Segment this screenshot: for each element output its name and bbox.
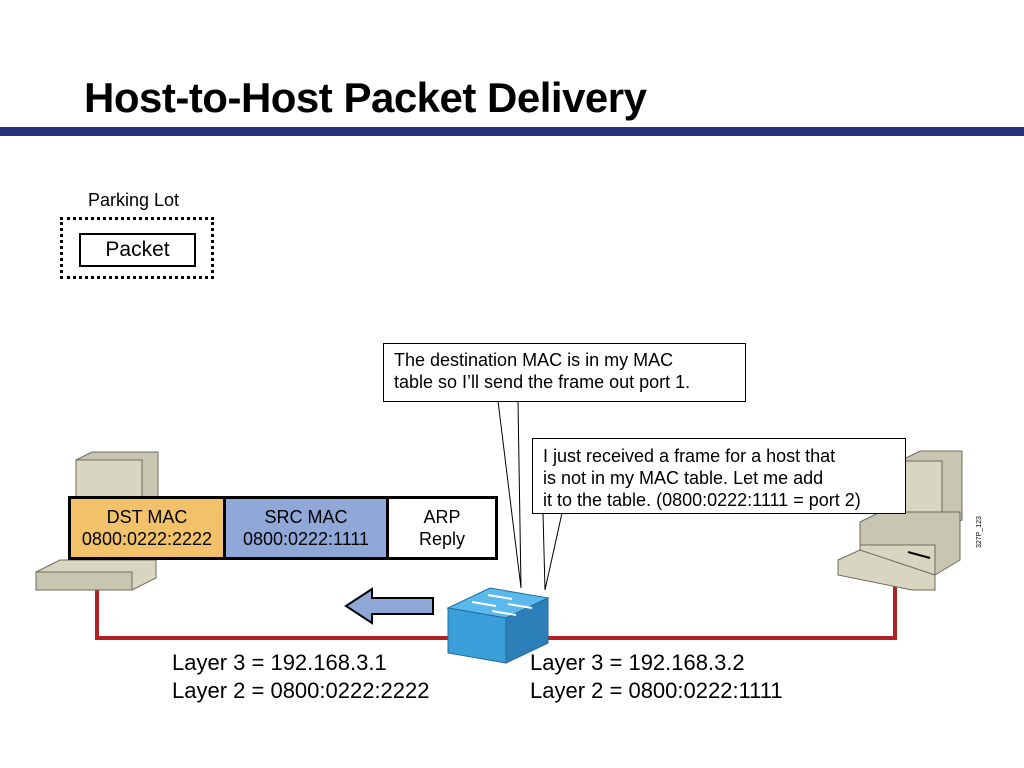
right-host-layer3: Layer 3 = 192.168.3.2 — [530, 650, 745, 675]
callout-pointer-learn — [542, 512, 563, 591]
payload-line1: ARP — [423, 507, 461, 527]
parking-lot-label: Parking Lot — [88, 190, 180, 210]
callout-learn-line3: it to the table. (0800:0222:1111 = port … — [543, 490, 861, 510]
frame-dst-mac: DST MAC 0800:0222:2222 — [71, 499, 226, 557]
right-host-layer2: Layer 2 = 0800:0222:1111 — [530, 678, 783, 703]
callout-pointer-forward — [497, 400, 522, 589]
src-mac-label: SRC MAC — [264, 507, 348, 527]
slide-title: Host-to-Host Packet Delivery — [84, 74, 647, 121]
ethernet-frame: DST MAC 0800:0222:2222 SRC MAC 0800:0222… — [68, 496, 498, 560]
switch-icon — [446, 587, 550, 664]
left-host-layer2: Layer 2 = 0800:0222:2222 — [172, 678, 430, 703]
packet-box: Packet — [79, 233, 196, 267]
parking-lot: Packet — [60, 217, 214, 279]
callout-forward-line2: table so I’ll send the frame out port 1. — [394, 372, 691, 392]
frame-payload: ARP Reply — [389, 499, 495, 557]
callout-learn-line1: I just received a frame for a host that — [543, 446, 836, 466]
figure-id: 327P_123 — [976, 516, 983, 548]
frame-src-mac: SRC MAC 0800:0222:1111 — [226, 499, 389, 557]
right-host-addresses: Layer 3 = 192.168.3.2 Layer 2 = 0800:022… — [530, 649, 783, 705]
callout-forward: The destination MAC is in my MAC table s… — [383, 343, 746, 402]
payload-line2: Reply — [418, 529, 466, 549]
left-arrow-icon — [344, 587, 434, 625]
src-mac-value: 0800:0222:1111 — [242, 529, 370, 549]
dst-mac-value: 0800:0222:2222 — [81, 529, 213, 549]
title-rule — [0, 127, 1024, 136]
callout-learn-line2: is not in my MAC table. Let me add — [543, 468, 824, 488]
right-pc-icon — [837, 450, 963, 591]
left-host-addresses: Layer 3 = 192.168.3.1 Layer 2 = 0800:022… — [172, 649, 430, 705]
dst-mac-label: DST MAC — [106, 507, 188, 527]
callout-forward-line1: The destination MAC is in my MAC — [394, 350, 674, 370]
callout-learn: I just received a frame for a host that … — [532, 438, 906, 514]
left-host-layer3: Layer 3 = 192.168.3.1 — [172, 650, 387, 675]
